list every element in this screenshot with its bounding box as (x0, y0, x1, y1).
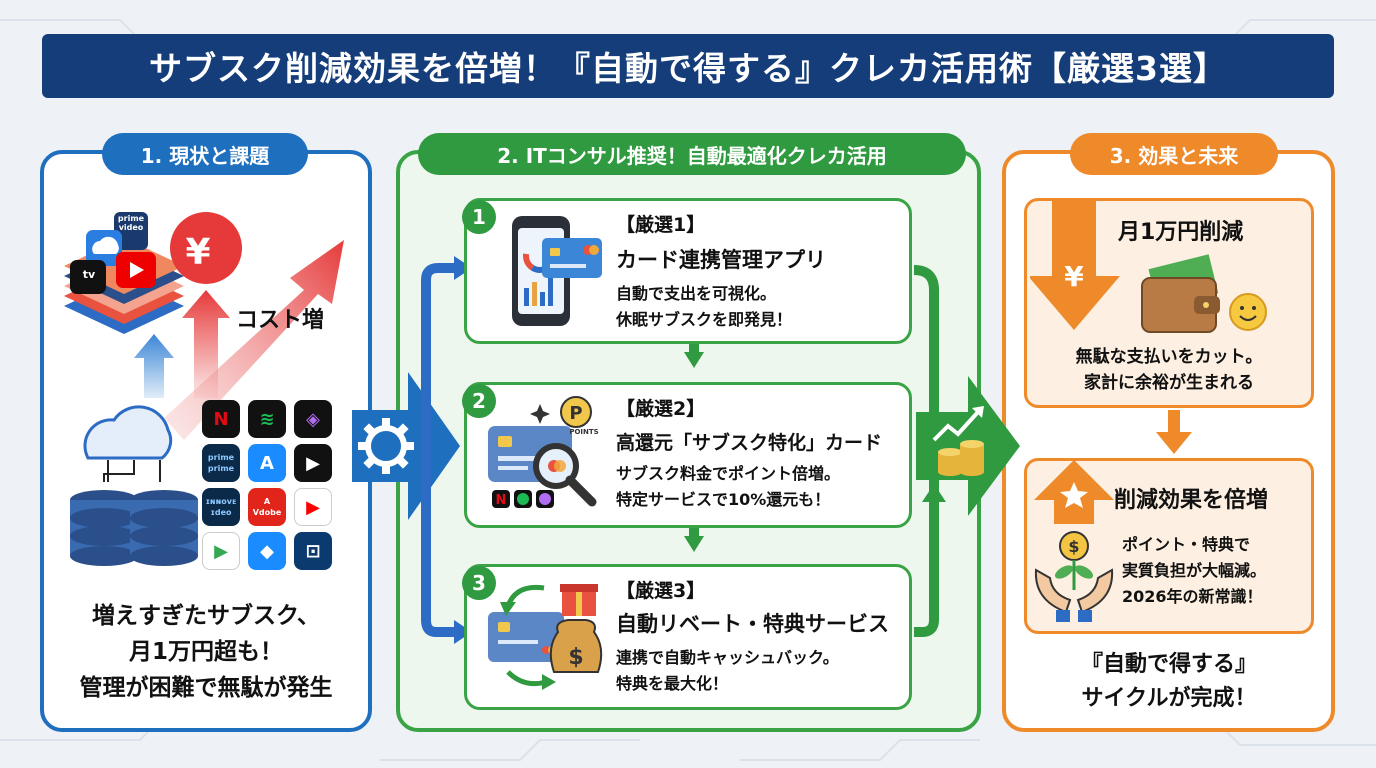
smile-icon (1229, 293, 1267, 331)
current-state-illustration (64, 212, 344, 566)
youtube-icon: ▶ (294, 488, 332, 526)
svg-text:$: $ (568, 645, 583, 670)
blue-up-arrow (134, 334, 174, 398)
card-3-desc-2: 特典を最大化！ (616, 674, 729, 693)
card-3-name: 自動リベート・特典サービス (616, 612, 889, 636)
growth-coins-icon (932, 406, 984, 476)
card-2-name: 高還元「サブスク特化」カード (616, 432, 883, 454)
double-effect-desc-3: 2026年の新常識！ (1122, 587, 1263, 606)
current-state-text: 増えすぎたサブスク、 月1万円超も！ 管理が困難で無駄が発生 (44, 598, 368, 706)
double-effect-desc-1: ポイント・特典で (1122, 535, 1251, 554)
card-number-3: 3 (462, 566, 496, 600)
prime-video-icon: prime prime (202, 444, 240, 482)
chat-app-icon: ◈ (294, 400, 332, 438)
final-line-1: 『自動で得する』 (1080, 652, 1257, 677)
card-number-1: 1 (462, 200, 496, 234)
star-icon (1060, 482, 1088, 508)
card-3-desc-1: 連携で自動キャッシュバック。 (616, 648, 839, 667)
double-effect-illustration: $ (1034, 460, 1114, 622)
section-label-current: 1. 現状と課題 (102, 133, 308, 175)
cloud-icon (83, 405, 173, 460)
box-app-icon: ⊡ (294, 532, 332, 570)
video-service-icon: ɪɴɴᴏᴠᴇ ɪdeo (202, 488, 240, 526)
flow-arrow-into-effect (916, 376, 1020, 516)
card-1-name: カード連携管理アプリ (616, 248, 826, 272)
card-1-desc-1: 自動で支出を可視化。 (616, 284, 777, 303)
current-text-line-3: 管理が困難で無駄が発生 (79, 675, 333, 701)
growing-money-hands-icon: $ (1034, 531, 1114, 622)
current-text-line-2: 月1万円超も！ (128, 639, 283, 665)
effect-down-arrow (1156, 410, 1192, 454)
prime-video-icon (114, 212, 148, 250)
page-title: サブスク削減効果を倍増！『自動で得する』クレカ活用術【厳選3選】 (42, 34, 1334, 98)
savings-illustration: ¥ (1030, 200, 1267, 333)
card-1-desc-2: 休眠サブスクを即発見！ (616, 310, 793, 329)
wallet-icon (1141, 254, 1220, 333)
card-3-heading: 【厳選3】 (616, 580, 706, 602)
appletv-stack-label: tv (82, 268, 96, 281)
points-coin-icon (560, 396, 592, 428)
netflix-icon: N (202, 400, 240, 438)
app-store-icon: A (248, 444, 286, 482)
reward-card-icon: P N (488, 396, 597, 508)
svg-text:$: $ (1068, 537, 1079, 556)
card-2-desc-1: サブスク料金でポイント倍増。 (616, 464, 841, 483)
credit-card-icon (542, 238, 602, 278)
cube-app-icon: ◆ (248, 532, 286, 570)
card-2-heading: 【厳選2】 (616, 398, 706, 420)
down-arrow-icon (1030, 200, 1120, 330)
adobe-icon: A Vdobe (248, 488, 286, 526)
prime-stack-label: prime video (117, 214, 145, 232)
database-icon-right (130, 490, 198, 566)
double-effect-title: 削減効果を倍増 (1114, 488, 1269, 513)
points-badge-label: POINTS (569, 428, 599, 436)
final-line-2: サイクルが完成！ (1081, 686, 1257, 711)
savings-title: 月1万円削減 (1118, 220, 1244, 245)
flow-arrow-into-solution (352, 372, 460, 520)
section-label-effect: 3. 効果と未来 (1070, 133, 1278, 175)
yen-symbol: ¥ (185, 232, 211, 273)
cycle-complete-text: 『自動で得する』 サイクルが完成！ (1004, 648, 1334, 716)
card-1-heading: 【厳選1】 (616, 214, 706, 236)
savings-desc-1: 無駄な支払いをカット。 (1075, 347, 1263, 367)
svg-text:N: N (496, 493, 507, 508)
cashback-icon: $ (488, 584, 603, 690)
section-label-recommendation: 2. ITコンサル推奨！自動最適化クレカ活用 (418, 133, 966, 175)
phone-app-icon (512, 216, 602, 326)
double-effect-desc-2: 実質負担が大幅減。 (1122, 561, 1267, 580)
apple-tv-icon (70, 260, 106, 294)
current-text-line-1: 増えすぎたサブスク、 (92, 603, 320, 629)
database-icon-left (70, 490, 138, 566)
svg-text:P: P (569, 403, 582, 424)
tv-play-icon: ▶ (294, 444, 332, 482)
svg-text:¥: ¥ (1064, 260, 1084, 293)
cost-increase-arrow (164, 240, 344, 440)
savings-desc-2: 家計に余裕が生まれる (1084, 373, 1254, 393)
cost-increase-label: コスト増 (236, 308, 325, 333)
money-bag-icon (549, 619, 603, 673)
gear-icon (358, 418, 414, 474)
google-play-icon: ▶ (202, 532, 240, 570)
card-number-2: 2 (462, 384, 496, 418)
spotify-icon: ≋ (248, 400, 286, 438)
card-2-desc-2: 特定サービスで10%還元も！ (616, 490, 831, 509)
cycle-arrows (421, 256, 946, 644)
yen-icon (170, 212, 242, 284)
